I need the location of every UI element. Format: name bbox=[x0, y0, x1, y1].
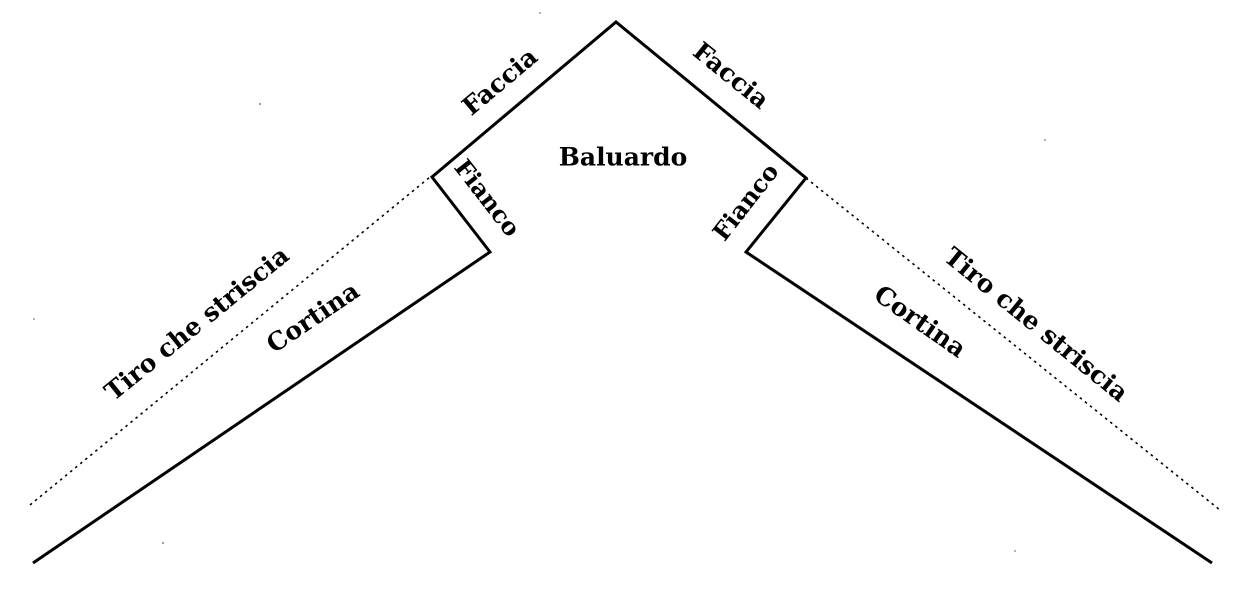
face-label-right: Faccia bbox=[688, 36, 775, 114]
scan-speck bbox=[162, 542, 164, 544]
flank-label-right: Fianco bbox=[706, 157, 784, 246]
curtain-label-right: Cortina bbox=[869, 279, 972, 363]
grazing-fire-label-left: Tiro che striscia bbox=[99, 240, 294, 406]
bastion-label: Baluardo bbox=[559, 143, 688, 172]
scan-speck bbox=[1044, 139, 1046, 141]
grazing-fire-line-left bbox=[29, 176, 431, 506]
face-label-left: Faccia bbox=[456, 42, 543, 121]
bastion-outline bbox=[32, 20, 1213, 565]
scan-speck bbox=[539, 12, 541, 14]
scan-speck bbox=[259, 103, 261, 105]
scan-speck bbox=[1014, 550, 1016, 552]
scan-speck bbox=[33, 318, 35, 320]
grazing-fire-label-right: Tiro che striscia bbox=[939, 241, 1134, 407]
flank-label-left: Fianco bbox=[449, 153, 527, 242]
grazing-fire-line-right bbox=[805, 177, 1221, 511]
